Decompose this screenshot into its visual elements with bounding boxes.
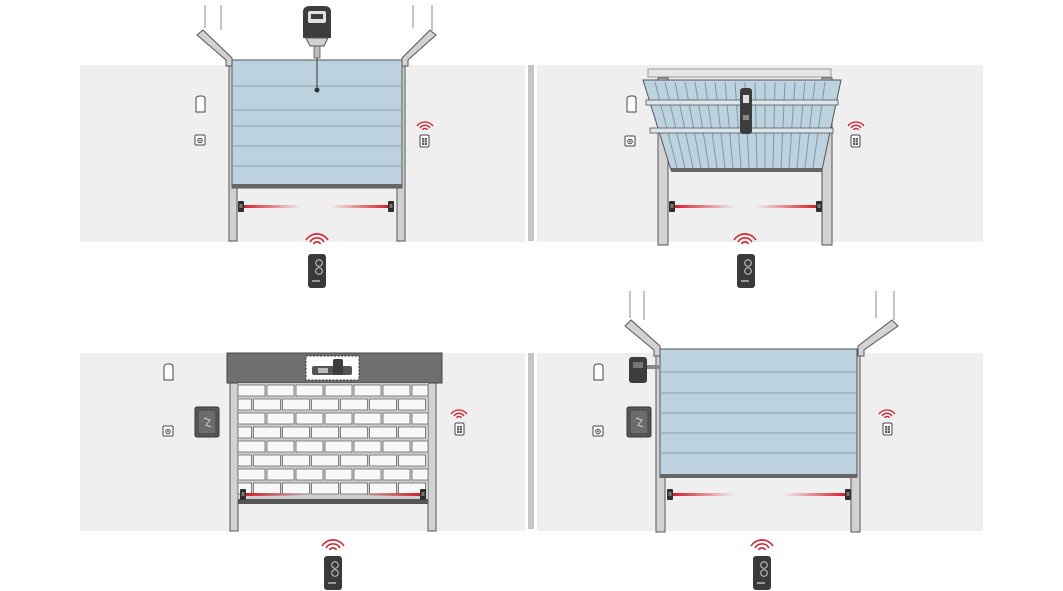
brick xyxy=(266,468,295,481)
remote-control xyxy=(321,539,345,591)
photocell-pair xyxy=(238,201,394,212)
brick xyxy=(282,454,310,467)
brick xyxy=(266,412,295,425)
brick xyxy=(382,440,411,453)
brick xyxy=(398,426,426,439)
brick xyxy=(353,440,382,453)
brick xyxy=(324,440,353,453)
brick xyxy=(253,454,281,467)
wall-push-button xyxy=(626,95,637,113)
brick xyxy=(311,426,339,439)
brick xyxy=(353,412,382,425)
key-switch-icon xyxy=(162,425,174,437)
brick xyxy=(398,454,426,467)
brick xyxy=(237,440,266,453)
brick xyxy=(340,482,368,495)
brick xyxy=(311,398,339,411)
brick xyxy=(282,398,310,411)
brick xyxy=(353,384,382,397)
wall-push-button xyxy=(163,363,174,381)
remote-control xyxy=(750,539,774,591)
wall-push-button xyxy=(195,95,206,113)
control-box-icon xyxy=(194,406,220,438)
brick xyxy=(253,398,281,411)
brick xyxy=(237,398,252,411)
brick xyxy=(340,426,368,439)
panel-divider xyxy=(528,353,534,529)
overhead-motor-icon xyxy=(303,6,331,93)
brick xyxy=(295,468,324,481)
brick xyxy=(411,440,429,453)
brick xyxy=(295,412,324,425)
brick xyxy=(382,468,411,481)
remote-control xyxy=(733,233,757,289)
brick xyxy=(311,482,339,495)
photocell-pair xyxy=(240,489,426,500)
key-switch-icon xyxy=(624,135,636,147)
panel-sectional-side-motor-door xyxy=(537,291,983,591)
brick xyxy=(266,384,295,397)
brick xyxy=(266,440,295,453)
shutter-curtain xyxy=(237,383,429,504)
brick xyxy=(237,426,252,439)
brick xyxy=(340,454,368,467)
side-motor-icon xyxy=(629,357,659,383)
brick xyxy=(253,482,281,495)
brick xyxy=(369,398,397,411)
brick xyxy=(369,454,397,467)
wall-push-button xyxy=(593,363,604,381)
brick xyxy=(237,454,252,467)
panel-up-and-over-tilt-door xyxy=(537,65,983,289)
brick xyxy=(295,384,324,397)
panel-divider xyxy=(528,65,534,241)
panel-sectional-ceiling-door xyxy=(80,5,525,289)
photocell-pair xyxy=(669,201,822,212)
brick xyxy=(253,426,281,439)
brick xyxy=(411,468,429,481)
brick xyxy=(237,384,266,397)
tube-motor-icon xyxy=(305,355,360,381)
brick xyxy=(411,412,429,425)
door-mounted-motor-icon xyxy=(740,88,752,134)
brick xyxy=(237,412,266,425)
brick xyxy=(324,384,353,397)
brick xyxy=(311,454,339,467)
brick xyxy=(411,384,429,397)
brick xyxy=(353,468,382,481)
brick xyxy=(398,398,426,411)
brick xyxy=(237,468,266,481)
brick xyxy=(324,468,353,481)
brick xyxy=(282,426,310,439)
brick xyxy=(369,426,397,439)
door-frame-left xyxy=(229,381,239,532)
brick xyxy=(382,384,411,397)
brick xyxy=(324,412,353,425)
brick xyxy=(382,412,411,425)
brick xyxy=(369,482,397,495)
key-switch-icon xyxy=(194,134,206,146)
remote-control xyxy=(305,233,329,289)
key-switch-icon xyxy=(592,425,604,437)
photocell-pair xyxy=(667,489,851,500)
panel-roller-shutter-door xyxy=(80,352,525,591)
brick xyxy=(282,482,310,495)
brick xyxy=(340,398,368,411)
brick xyxy=(295,440,324,453)
control-box-icon xyxy=(626,406,652,438)
door-frame-right xyxy=(427,381,437,532)
